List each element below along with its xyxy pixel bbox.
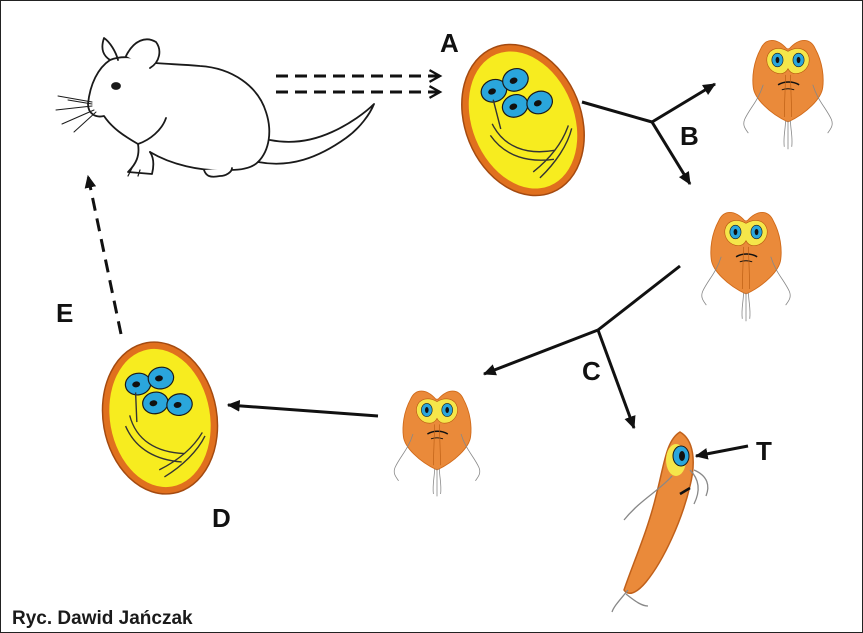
label-a: A — [440, 30, 459, 56]
arrow-host-to-a — [276, 76, 440, 92]
trophozoite-side-view-icon — [612, 432, 708, 612]
arrow-to-d — [228, 405, 378, 416]
label-b: B — [680, 123, 699, 149]
figure-credit: Ryc. Dawid Jańczak — [12, 608, 193, 630]
trophozoite-icon — [744, 40, 832, 149]
label-d: D — [212, 505, 231, 531]
label-c: C — [582, 358, 601, 384]
chinchilla-icon — [56, 38, 374, 177]
trophozoite-icon — [394, 391, 480, 496]
arrow-e-to-host — [88, 176, 121, 334]
label-t: T — [756, 438, 772, 464]
cyst-icon — [440, 26, 606, 214]
arrow-t-pointer — [696, 446, 748, 456]
arrow-c-branch — [484, 266, 680, 428]
cyst-icon — [91, 333, 230, 503]
label-e: E — [56, 300, 73, 326]
trophozoite-icon — [702, 212, 790, 321]
